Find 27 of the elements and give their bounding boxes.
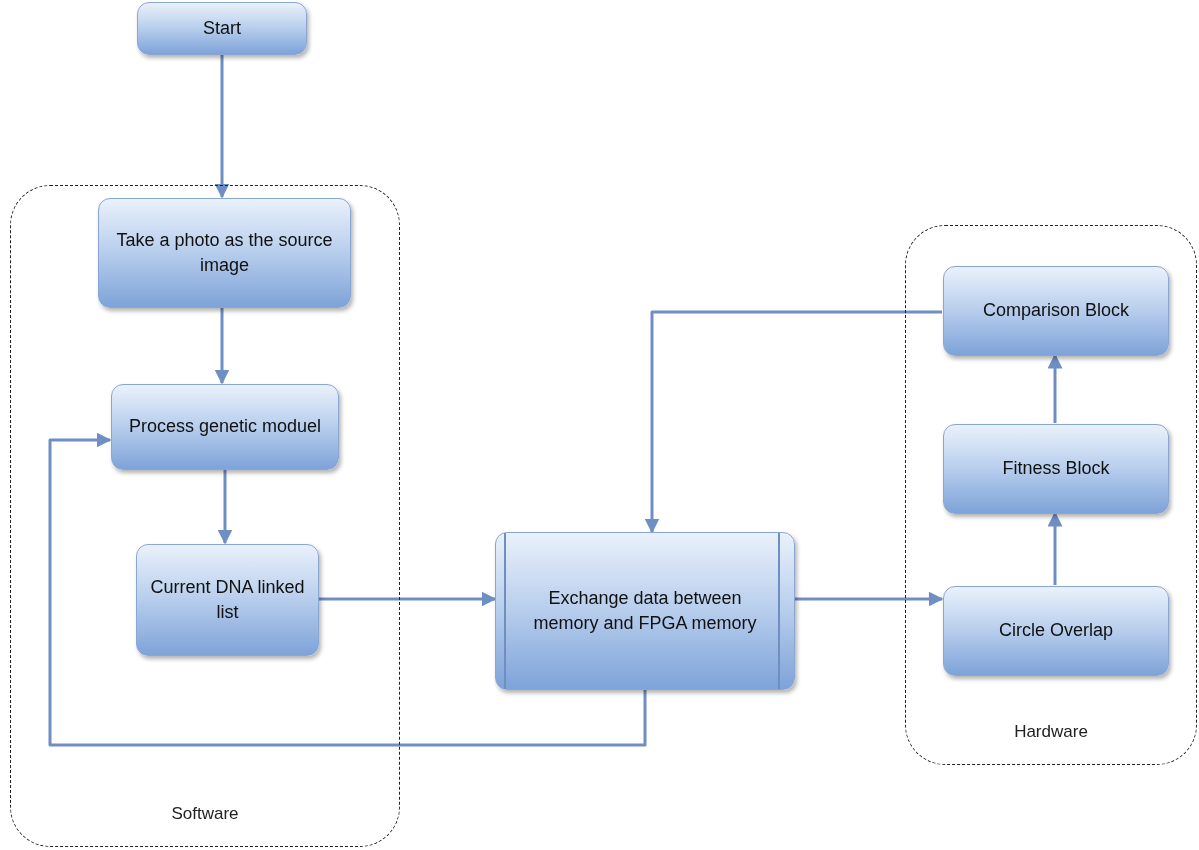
process-box	[136, 544, 319, 656]
process-box	[98, 198, 351, 308]
dashed-group-boundary	[10, 185, 400, 847]
arrow	[48, 432, 647, 747]
node-text: Take a photo as the source image	[115, 228, 334, 277]
arrow	[318, 591, 497, 607]
dashed-group-boundary	[905, 225, 1197, 765]
node-text: Circle Overlap	[999, 619, 1113, 643]
process-box	[943, 424, 1169, 514]
process-box	[137, 2, 307, 55]
arrow	[644, 310, 942, 534]
process-box	[943, 266, 1169, 356]
process-box	[111, 384, 339, 470]
node-text: Current DNA linked list	[149, 575, 306, 624]
arrow	[217, 469, 233, 545]
group-label: Software	[170, 804, 240, 824]
arrow	[214, 307, 230, 385]
arrow	[795, 591, 944, 607]
node-text: Fitness Block	[1002, 457, 1110, 481]
node-text: Exchange data between memory and FPGA memory	[532, 586, 758, 635]
node-text: Start	[203, 16, 241, 40]
node-text: Comparison Block	[982, 299, 1130, 323]
group-label: Hardware	[1013, 722, 1089, 742]
arrow	[214, 55, 230, 199]
subprocess-box	[495, 532, 795, 690]
process-box	[943, 586, 1169, 676]
node-text: Process genetic moduel	[128, 415, 322, 439]
